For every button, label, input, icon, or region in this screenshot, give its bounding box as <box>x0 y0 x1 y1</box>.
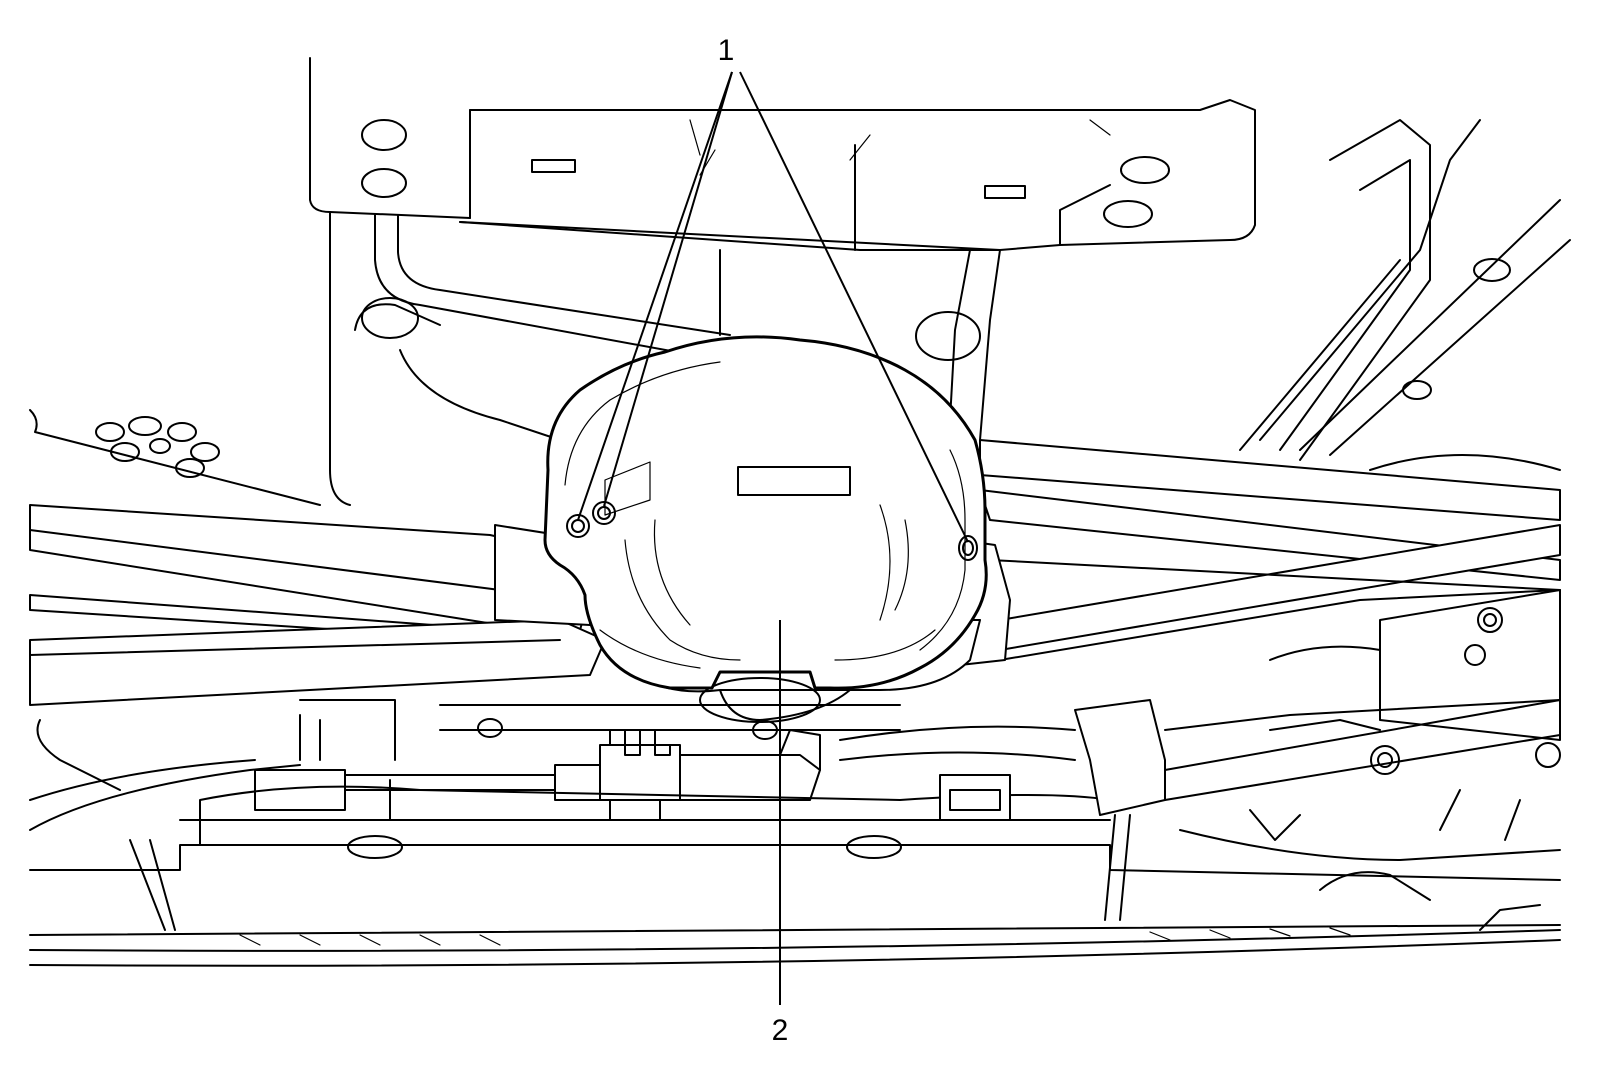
callout-2: 2 <box>772 620 789 1047</box>
clip-bracket <box>939 774 1011 821</box>
rear-bumper-edge <box>29 904 1561 967</box>
callout-1-leader <box>603 71 733 507</box>
panel-slot <box>984 185 1026 199</box>
cover-label-plate <box>737 466 851 496</box>
panel-hole <box>1402 380 1432 400</box>
floor-ribs-right <box>689 119 1571 471</box>
panel-hole <box>1120 156 1170 184</box>
callout-1-leader <box>739 71 969 543</box>
panel-hole <box>1103 200 1153 228</box>
slot-oval <box>846 835 902 859</box>
panel-hole <box>361 297 419 339</box>
callout-1-leader <box>577 71 733 521</box>
panel-holes <box>361 119 1511 400</box>
floor-pan-panel <box>309 57 1256 506</box>
cover-bolt <box>958 535 978 561</box>
rear-suspension-arms <box>29 439 1561 706</box>
lower-components <box>29 699 1561 931</box>
panel-hole <box>915 311 981 361</box>
panel-hole <box>1473 258 1511 282</box>
panel-slot <box>531 159 576 173</box>
callout-2-label: 2 <box>772 1014 789 1047</box>
left-bumps <box>29 409 321 506</box>
cover-bolt <box>592 501 616 525</box>
right-frame-details <box>1179 589 1561 901</box>
panel-hole <box>361 168 407 198</box>
callout-1: 1 <box>577 34 969 543</box>
cover-bolt <box>566 514 590 538</box>
callout-1-label: 1 <box>718 34 735 67</box>
panel-hole <box>361 119 407 151</box>
differential-cover <box>543 335 988 690</box>
slot-oval <box>347 835 403 859</box>
cover-bolt-inner <box>597 506 611 520</box>
